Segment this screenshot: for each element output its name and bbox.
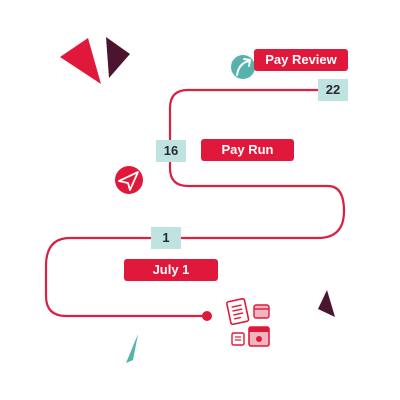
- pay-run-label: Pay Run: [201, 139, 294, 161]
- decor-triangle-plum-top: [106, 37, 130, 78]
- pay-run-day: 16: [156, 140, 186, 162]
- pay-review-label: Pay Review: [254, 49, 348, 71]
- send-arrow-icon: [115, 166, 143, 194]
- start-label: July 1: [124, 259, 218, 281]
- start-day: 1: [151, 227, 181, 249]
- decor-triangle-red: [60, 38, 101, 84]
- pay-review-day: 22: [318, 79, 348, 101]
- trend-arrow-icon: [231, 55, 255, 79]
- decor-triangle-plum-bottom: [318, 290, 335, 317]
- documents-calendar-icon: [226, 297, 270, 347]
- timeline-path: [44, 88, 346, 318]
- decor-triangle-teal: [126, 334, 138, 363]
- timeline-end-dot: [202, 311, 212, 321]
